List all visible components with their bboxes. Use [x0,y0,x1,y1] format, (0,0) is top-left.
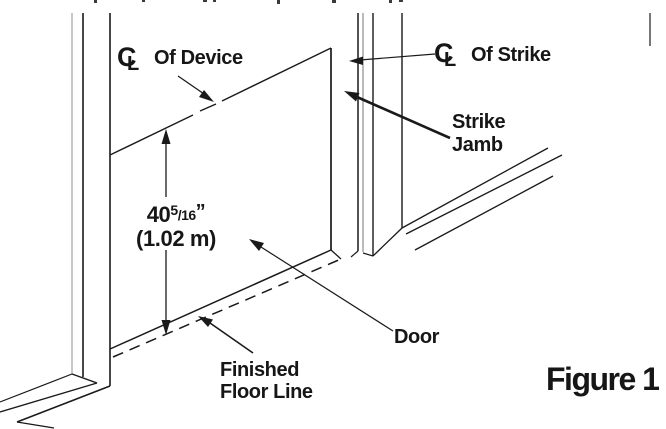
device-leader-arrow [177,75,214,102]
centerline-symbol-l: L [444,49,456,71]
finished-floor-line2: Floor Line [220,380,313,403]
centerline-symbol-c: C [117,42,137,72]
cropped-text-fragments [94,0,403,4]
door-edge-line [330,48,342,260]
of-strike-text: Of Strike [471,44,551,66]
centerline-symbol-c: C [434,38,454,68]
door-label: Door [394,326,440,348]
finished-floor-dashed-line [112,258,342,358]
door-leader-arrow [249,239,394,332]
device-centerline [109,47,332,156]
left-jamb-lines [0,13,111,429]
fraction-slash: / [177,207,182,223]
fraction-denominator: 16 [181,207,196,223]
centerline-symbol: C L [117,44,147,75]
centerline-symbol-l: L [127,53,139,75]
finished-floor-line-label: Finished Floor Line [220,359,313,403]
finished-floor-line1: Finished [220,359,300,381]
centerline-of-strike-label: C L Of Strike [434,40,551,71]
dimension-label: 405/16” (1.02 m) [122,198,230,251]
figure-caption: Figure 1 [546,361,660,397]
strike-jamb-line2: Jamb [452,134,503,156]
dimension-arrow [161,129,171,335]
of-device-text: Of Device [154,47,243,69]
frame-trim-lines [401,147,563,251]
centerline-of-device-label: C L Of Device [117,44,243,75]
strike-jamb-leader-arrow [344,91,451,140]
strike-jamb-label: Strike Jamb [452,111,506,157]
finished-floor-leader-arrow [198,316,254,354]
dimension-imperial: 405/16” [146,201,206,227]
fraction-numerator: 5 [170,202,178,218]
strike-leader-arrow [349,53,436,65]
strike-jamb-lines [350,13,403,258]
inch-mark: ” [195,201,206,223]
centerline-symbol: C L [434,40,464,71]
floor-line [109,249,332,350]
dimension-metric: (1.02 m) [136,226,216,251]
strike-jamb-line1: Strike [452,111,506,133]
